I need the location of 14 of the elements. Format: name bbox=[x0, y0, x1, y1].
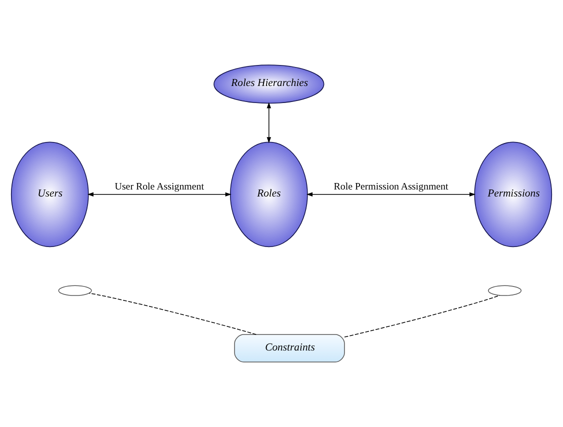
connector bbox=[88, 292, 256, 335]
arrow bbox=[87, 192, 232, 197]
node-ellipse: Users bbox=[10, 142, 89, 248]
node-arc bbox=[58, 285, 92, 296]
node-arc bbox=[488, 285, 522, 296]
arrow bbox=[266, 102, 272, 144]
edge-label: Role Permission Assignment bbox=[334, 181, 448, 192]
node-ellipse: Permissions bbox=[474, 142, 552, 248]
node-ellipse: Roles Hierarchies bbox=[214, 64, 324, 104]
node-box: Constraints bbox=[234, 334, 345, 362]
arrow bbox=[306, 192, 476, 197]
connector bbox=[344, 295, 500, 338]
node-ellipse: Roles bbox=[230, 142, 308, 248]
edge-label: User Role Assignment bbox=[114, 181, 204, 192]
